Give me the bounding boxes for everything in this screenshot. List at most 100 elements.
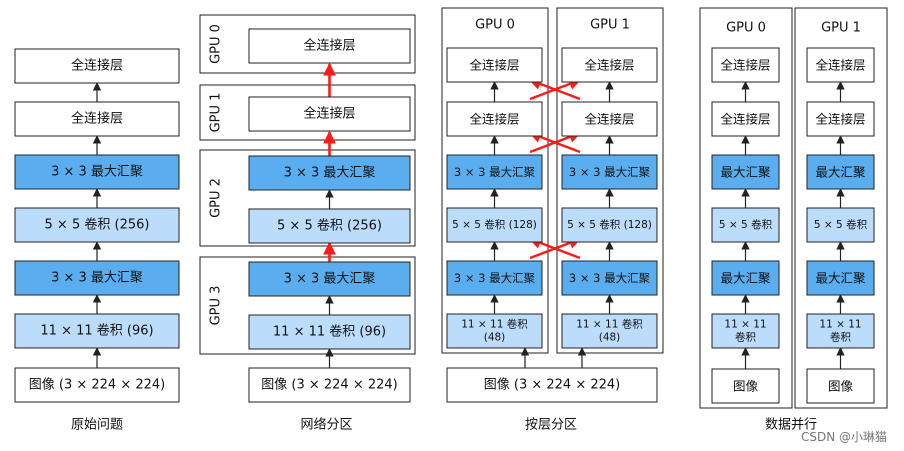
layer-g0-layer-5-label-2: (48): [484, 332, 506, 344]
layer-g0-layer-0: [446, 47, 543, 83]
layer-g1-layer-0-label: 全连接层: [584, 58, 634, 73]
layer-image: [446, 367, 658, 403]
data-gpu-frame-0: [699, 7, 793, 409]
orig-layer-1: [14, 101, 180, 137]
data-g0-layer-4-label: 最大汇聚: [720, 271, 771, 286]
data-g1-layer-5-label-2: 卷积: [830, 331, 851, 344]
data-g0-layer-2-label: 最大汇聚: [720, 165, 771, 180]
data-g0-layer-0-label: 全连接层: [720, 58, 770, 73]
data-g0-layer-3-label: 5 × 5 卷积: [719, 218, 773, 231]
net-layer-0: [248, 28, 411, 64]
layer-g0-layer-2: [446, 154, 543, 190]
data-g1-layer-1-label: 全连接层: [815, 112, 865, 127]
net-layer-1-label: 全连接层: [303, 106, 355, 122]
layer-g0-layer-3-label: 5 × 5 卷积 (128): [452, 218, 537, 231]
layer-g0-layer-0-label: 全连接层: [469, 58, 519, 73]
net-gpu-frame-3: [199, 256, 416, 355]
net-layer-3: [248, 208, 411, 244]
data-g0-layer-4: [711, 260, 780, 296]
net-gpu-label-2: GPU 2: [209, 178, 224, 218]
layer-g1-layer-0: [561, 47, 658, 83]
net-layer-4: [248, 261, 411, 297]
net-gpu-frame-1: [199, 84, 416, 141]
orig-layer-3-label: 5 × 5 卷积 (256): [45, 217, 150, 233]
data-g1-layer-0: [806, 47, 875, 83]
net-gpu-label-0: GPU 0: [209, 24, 224, 64]
layer-g1-layer-2: [561, 154, 658, 190]
layer-cross-fc-b: [528, 78, 581, 101]
orig-layer-0-label: 全连接层: [71, 58, 123, 74]
layer-g0-layer-4-label: 3 × 3 最大汇聚: [454, 271, 536, 285]
data-g0-layer-5-label-1: 11 × 11: [724, 318, 766, 330]
layer-g1-layer-4: [561, 260, 658, 296]
net-layer-1: [248, 96, 411, 132]
data-g1-layer-4: [806, 260, 875, 296]
net-gpu-label-1: GPU 1: [209, 93, 224, 133]
net-layer-6: [248, 367, 411, 403]
data-g0-layer-6: [711, 368, 780, 404]
layer-g1-layer-5-label-2: (48): [599, 332, 621, 344]
orig-layer-6: [14, 367, 180, 403]
layer-g1-layer-2-label: 3 × 3 最大汇聚: [569, 165, 651, 179]
data-gpu-label-1: GPU 1: [821, 21, 861, 36]
data-g0-layer-5-label-2: 卷积: [735, 331, 756, 344]
data-g1-layer-4-label: 最大汇聚: [815, 271, 866, 286]
data-g1-layer-2: [806, 154, 875, 190]
caption-layer-partition: 按层分区: [525, 418, 577, 433]
layer-g0-layer-1: [446, 101, 543, 137]
layer-gpu-frame-1: [556, 7, 664, 354]
data-g1-layer-3: [806, 207, 875, 243]
layer-gpu-frame-0: [441, 7, 549, 354]
orig-layer-0: [14, 48, 180, 84]
data-g1-layer-3-label: 5 × 5 卷积: [814, 218, 868, 231]
layer-g0-layer-5: [446, 313, 543, 349]
net-gpu-frame-0: [199, 14, 416, 74]
net-layer-5-label: 11 × 11 卷积 (96): [273, 324, 386, 340]
net-gpu-frame-2: [199, 149, 416, 247]
data-g1-layer-5: [806, 313, 875, 349]
arrows: [92, 62, 845, 369]
layer-g0-layer-4: [446, 260, 543, 296]
layer-g1-layer-3-label: 5 × 5 卷积 (128): [567, 218, 652, 231]
layer-image-label: 图像 (3 × 224 × 224): [484, 378, 621, 393]
data-g1-layer-0-label: 全连接层: [815, 58, 865, 73]
caption-data-parallel: 数据并行: [765, 418, 817, 433]
data-g0-layer-1: [711, 101, 780, 137]
net-layer-6-label: 图像 (3 × 224 × 224): [261, 378, 398, 393]
layer-boxes: [14, 28, 875, 404]
orig-layer-4: [14, 260, 180, 296]
data-g0-layer-0: [711, 47, 780, 83]
net-layer-5: [248, 314, 411, 350]
orig-layer-5-label: 11 × 11 卷积 (96): [40, 323, 153, 339]
layer-gpu-label-0: GPU 0: [475, 18, 515, 33]
layer-gpu-label-1: GPU 1: [590, 18, 630, 33]
caption-network-partition: 网络分区: [300, 417, 352, 433]
data-g1-layer-5-label-1: 11 × 11: [819, 318, 861, 330]
net-layer-2-label: 3 × 3 最大汇聚: [284, 166, 376, 181]
layer-g0-layer-5-label-1: 11 × 11 卷积: [461, 317, 528, 330]
data-gpu-label-0: GPU 0: [726, 21, 766, 36]
layer-g0-layer-2-label: 3 × 3 最大汇聚: [454, 165, 536, 179]
orig-layer-2-label: 3 × 3 最大汇聚: [51, 165, 143, 180]
data-g0-layer-1-label: 全连接层: [720, 112, 770, 127]
orig-layer-5: [14, 313, 180, 349]
data-g0-layer-6-label: 图像: [733, 379, 759, 394]
data-gpu-frame-1: [794, 7, 888, 409]
orig-layer-3: [14, 207, 180, 243]
watermark: CSDN @小琳猫: [801, 430, 887, 444]
data-g0-layer-5: [711, 313, 780, 349]
net-layer-4-label: 3 × 3 最大汇聚: [284, 272, 376, 287]
net-layer-2: [248, 155, 411, 191]
layer-g0-layer-1-label: 全连接层: [469, 112, 519, 127]
caption-original: 原始问题: [71, 418, 123, 433]
layer-g1-layer-1-label: 全连接层: [584, 112, 634, 127]
orig-layer-1-label: 全连接层: [71, 111, 123, 127]
orig-layer-6-label: 图像 (3 × 224 × 224): [29, 378, 166, 393]
data-g0-layer-2: [711, 154, 780, 190]
net-gpu-label-3: GPU 3: [209, 286, 224, 326]
orig-layer-4-label: 3 × 3 最大汇聚: [51, 271, 143, 286]
net-layer-3-label: 5 × 5 卷积 (256): [277, 218, 382, 234]
layer-g1-layer-1: [561, 101, 658, 137]
